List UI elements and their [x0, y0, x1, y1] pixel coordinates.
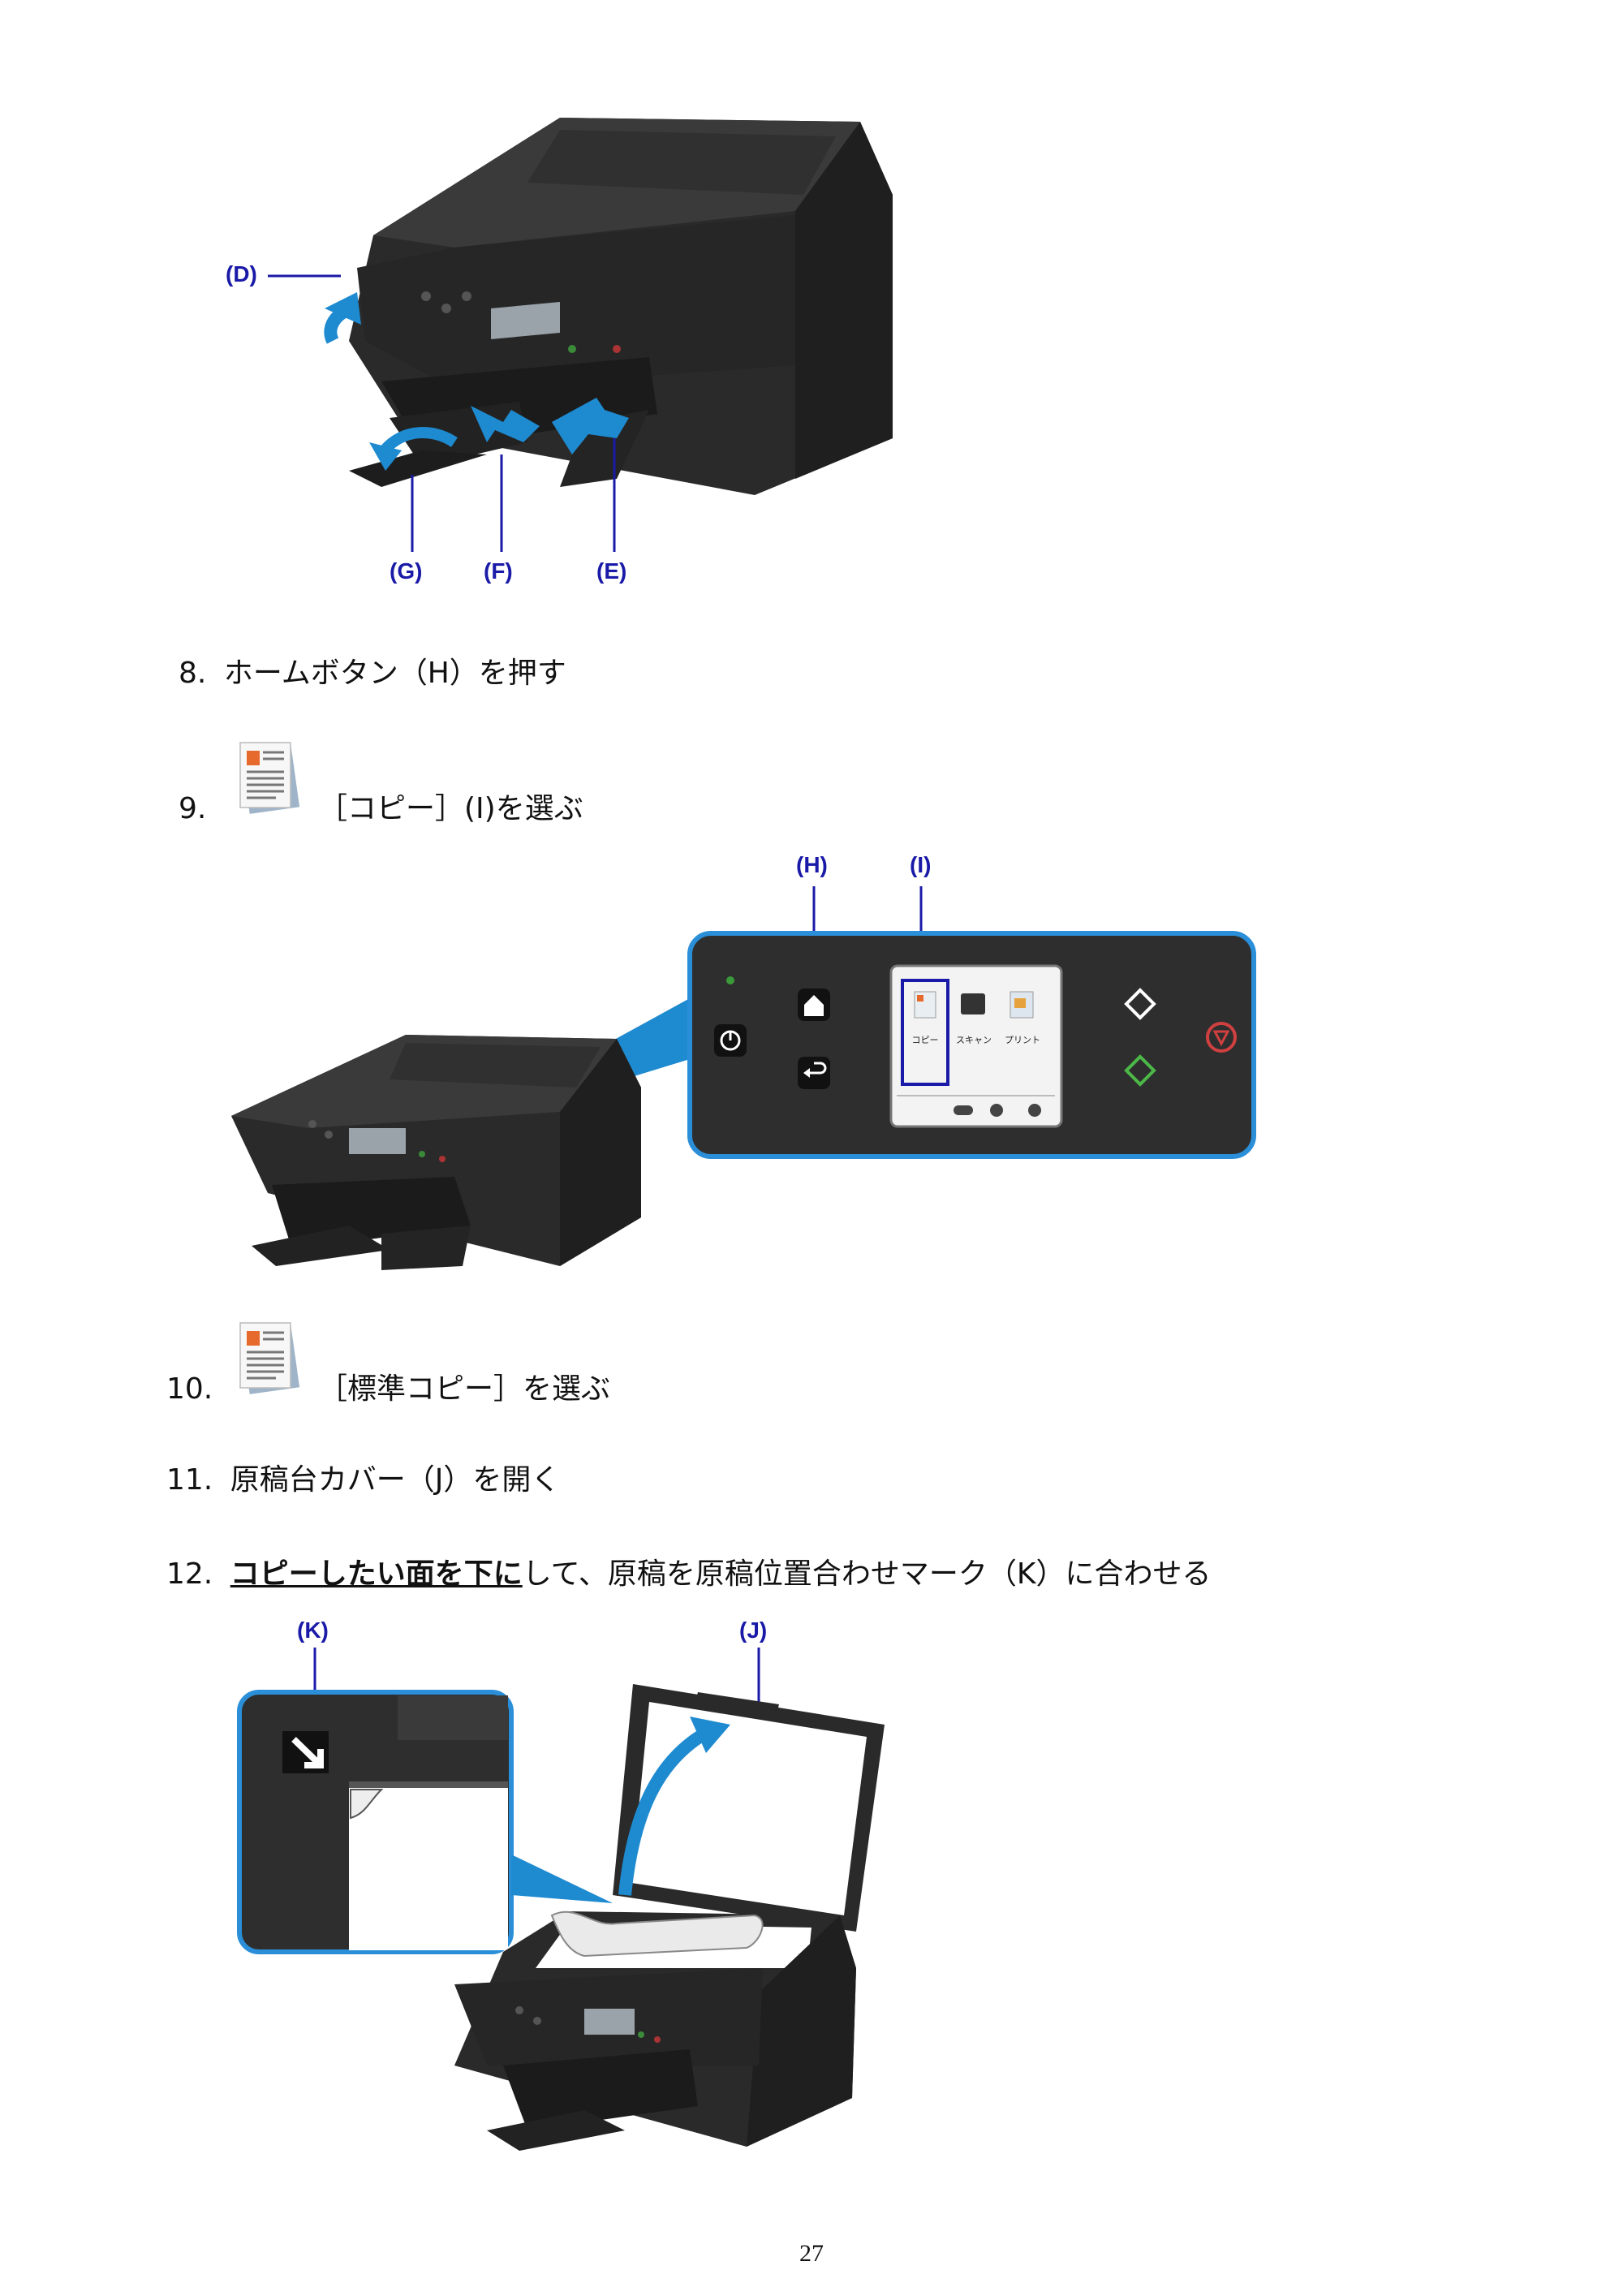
page-number: 27: [799, 2240, 824, 2267]
screen-print-label: プリント: [1005, 1035, 1040, 1045]
step-9: 9.: [179, 791, 206, 827]
screen-scan-label: スキャン: [956, 1035, 992, 1045]
step-number: 11.: [166, 1463, 213, 1497]
copy-doc-icon: [239, 742, 300, 814]
copy-doc-icon: [239, 1322, 300, 1394]
callout-f: (F): [484, 558, 513, 584]
step-number: 10.: [166, 1372, 213, 1406]
screen-copy-label: コピー: [911, 1035, 939, 1045]
step-text: ホームボタン（H）を押す: [223, 657, 566, 690]
callout-k: (K): [297, 1618, 329, 1643]
step-9-text: ［コピー］(I)を選ぶ: [318, 791, 583, 827]
callout-j: (J): [739, 1618, 768, 1643]
step-11: 11. 原稿台カバー（J）を開く: [166, 1462, 560, 1498]
callout-i: (I): [910, 852, 932, 877]
step-number: 12.: [166, 1557, 213, 1591]
step-number: 9.: [179, 792, 207, 825]
step-text: ［コピー］(I)を選ぶ: [318, 792, 583, 825]
step-text: して、原稿を原稿位置合わせマーク（K）に合わせる: [522, 1557, 1212, 1591]
step-number: 8.: [179, 657, 207, 690]
callout-e: (E): [596, 558, 627, 584]
step-emphasis: コピーしたい面を下に: [230, 1557, 523, 1591]
callout-d: (D): [226, 261, 257, 286]
step-12: 12. コピーしたい面を下にして、原稿を原稿位置合わせマーク（K）に合わせる: [166, 1557, 1211, 1592]
step-10-text: ［標準コピー］を選ぶ: [318, 1372, 610, 1407]
callout-g: (G): [390, 558, 423, 584]
step-10: 10.: [166, 1372, 213, 1407]
callout-h: (H): [796, 852, 828, 877]
step-text: ［標準コピー］を選ぶ: [318, 1372, 611, 1406]
step-8: 8. ホームボタン（H）を押す: [179, 656, 566, 691]
step-text: 原稿台カバー（J）を開く: [230, 1463, 561, 1497]
